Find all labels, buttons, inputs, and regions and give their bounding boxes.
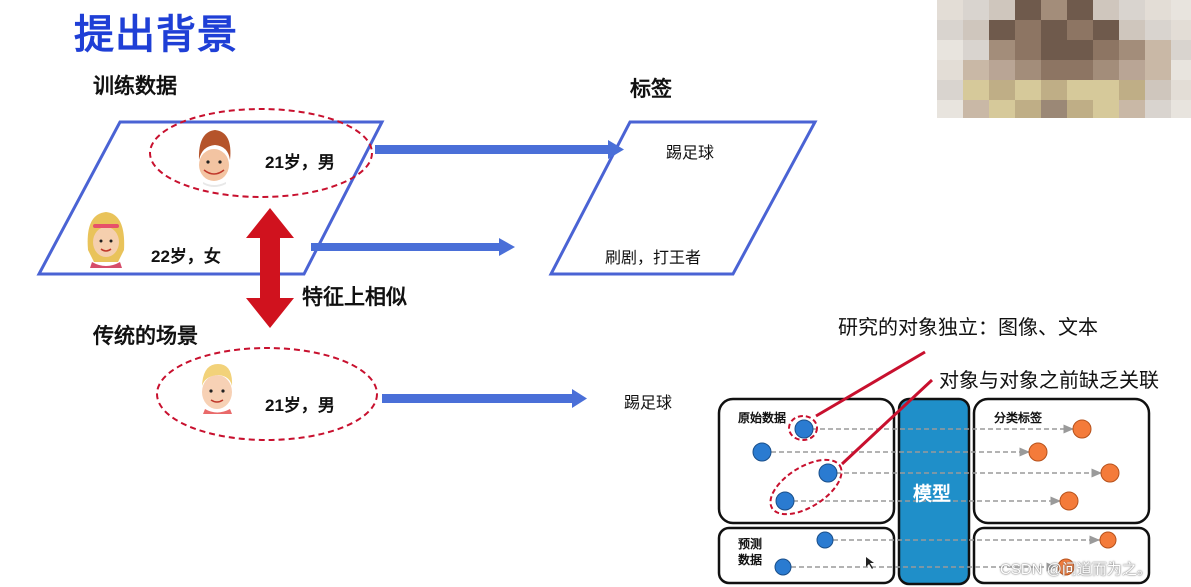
labels-heading: 标签	[630, 78, 672, 101]
class-node-4	[1059, 491, 1079, 511]
class-node-3	[1100, 463, 1120, 483]
webcam-video	[937, 0, 1191, 118]
raw-node-3	[818, 463, 838, 483]
highlight-ellipse-top	[149, 108, 373, 198]
page-title: 提出背景	[74, 13, 238, 57]
cursor-icon	[866, 557, 874, 569]
tag-binge-gaming: 刷剧，打王者	[605, 250, 702, 267]
training-data-label: 训练数据	[93, 75, 177, 98]
class-node-1	[1072, 419, 1092, 439]
raw-node-2	[752, 442, 772, 462]
class-node-2	[1028, 442, 1048, 462]
arrow-top	[375, 140, 624, 159]
tag-soccer: 踢足球	[666, 145, 715, 162]
person1-text: 21岁，男	[265, 153, 335, 172]
avatar-male-top	[198, 130, 231, 187]
node-ellipse-pair	[769, 458, 843, 516]
node-ellipse-single	[788, 415, 818, 441]
model-box	[897, 397, 971, 586]
traditional-tag-text: 踢足球	[624, 395, 673, 412]
model-label: 模型	[913, 484, 952, 505]
class-label-box	[972, 397, 1151, 525]
predict-node-2	[774, 558, 792, 576]
predict-label-line2: 数据	[738, 553, 763, 567]
arrow-middle	[311, 238, 515, 256]
predict-output-node-1	[1099, 531, 1117, 549]
avatar-female	[87, 212, 125, 268]
raw-data-label: 原始数据	[738, 411, 787, 425]
training-data-parallelogram	[36, 120, 385, 276]
predict-label-line1: 预测	[738, 537, 763, 551]
note-no-relations: 对象与对象之前缺乏关联	[939, 370, 1159, 392]
raw-data-box	[717, 397, 896, 525]
predict-output-node-2	[1057, 558, 1075, 576]
callout-line-1	[815, 350, 926, 418]
predict-node-1	[816, 531, 834, 549]
predict-data-box	[717, 526, 896, 585]
labels-parallelogram	[548, 120, 818, 276]
similar-features-text: 特征上相似	[302, 286, 407, 309]
avatar-male-bottom	[202, 364, 233, 414]
watermark-text: CSDN @问道而为之。	[1000, 561, 1152, 578]
note-independent-objects: 研究的对象独立：图像、文本	[838, 317, 1098, 339]
callout-line-2	[840, 378, 934, 466]
raw-node-1	[794, 419, 814, 439]
class-label-label: 分类标签	[994, 411, 1043, 425]
arrow-bottom	[382, 389, 587, 408]
raw-node-4	[775, 491, 795, 511]
highlight-ellipse-bottom	[156, 347, 378, 441]
similarity-double-arrow	[246, 208, 294, 328]
traditional-person-text: 21岁，男	[265, 396, 335, 415]
person2-text: 22岁，女	[151, 247, 221, 266]
traditional-scene-label: 传统的场景	[93, 325, 198, 348]
